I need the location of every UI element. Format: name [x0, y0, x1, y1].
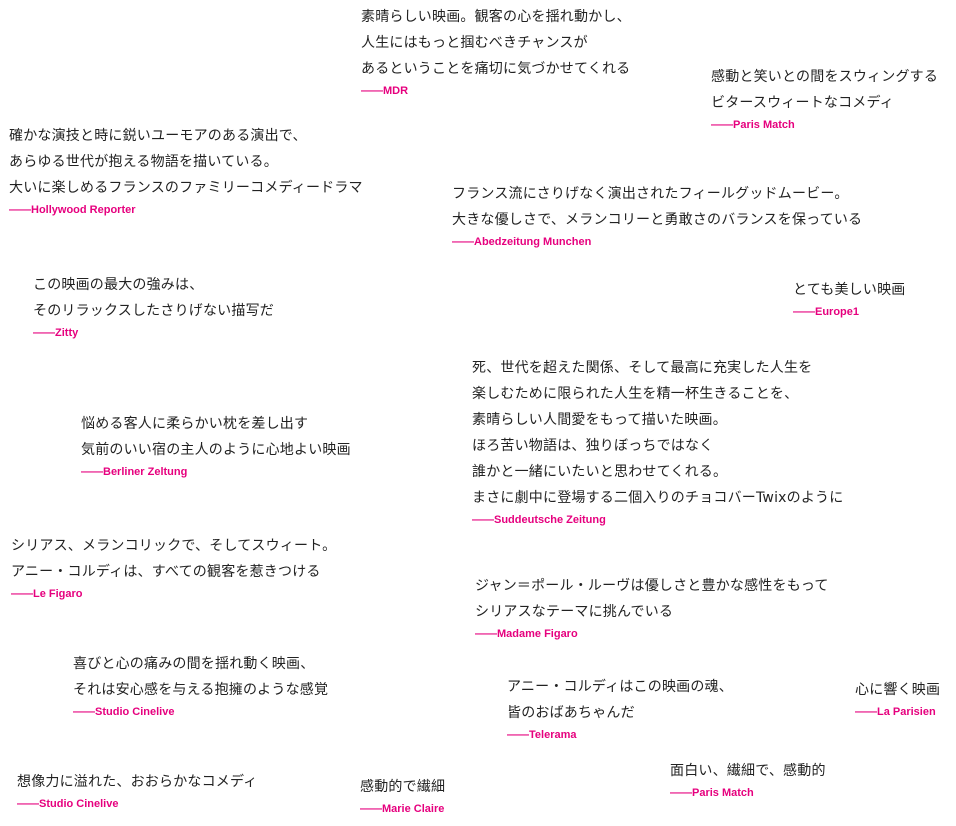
quote-text-line: まさに劇中に登場する二個入りのチョコバーTwixのように — [472, 490, 844, 506]
review-quote-abedzeitung-munchen: フランス流にさりげなく演出されたフィールグッドムービー。 大きな優しさで、メラン… — [452, 181, 862, 250]
quote-text-line: あるということを痛切に気づかせてくれる — [361, 61, 631, 77]
review-quote-studio-cinelive-2: 想像力に溢れた、おおらかなコメディ ——Studio Cinelive — [17, 769, 257, 812]
quote-source: ——Marie Claire — [360, 803, 445, 815]
quote-text-line: 誰かと一緒にいたいと思わせてくれる。 — [472, 464, 728, 480]
quote-source: ——MDR — [361, 85, 409, 97]
quote-text-line: そのリラックスしたさりげない描写だ — [33, 303, 274, 319]
review-quote-marie-claire: 感動的で繊細 ——Marie Claire — [360, 774, 445, 817]
review-quote-studio-cinelive: 喜びと心の痛みの間を揺れ動く映画、 それは安心感を与える抱擁のような感覚 ——S… — [73, 651, 328, 720]
quote-text-line: 面白い、繊細で、感動的 — [670, 763, 826, 779]
quote-source: ——Madame Figaro — [475, 628, 578, 640]
quote-text-line: 感動と笑いとの間をスウィングする — [711, 69, 939, 85]
quote-source: ——Paris Match — [711, 119, 795, 131]
quote-text-line: ビタースウィートなコメディ — [711, 95, 894, 111]
quote-text-line: ジャン＝ポール・ルーヴは優しさと豊かな感性をもって — [475, 578, 829, 594]
quote-text-line: アニー・コルディは、すべての観客を惹きつける — [11, 564, 321, 580]
review-quote-madame-figaro: ジャン＝ポール・ルーヴは優しさと豊かな感性をもって シリアスなテーマに挑んでいる… — [475, 573, 829, 642]
review-quote-berliner-zeltung: 悩める客人に柔らかい枕を差し出す 気前のいい宿の主人のように心地よい映画 ——B… — [81, 411, 351, 480]
quote-text-line: シリアス、メランコリックで、そしてスウィート。 — [11, 538, 337, 554]
quote-text-line: 確かな演技と時に鋭いユーモアのある演出で、 — [9, 128, 307, 144]
quote-source: ——Berliner Zeltung — [81, 466, 188, 478]
quote-text-line: 気前のいい宿の主人のように心地よい映画 — [81, 442, 351, 458]
quote-source: ——Suddeutsche Zeitung — [472, 514, 606, 526]
review-quote-europe1: とても美しい映画 ——Europe1 — [793, 277, 905, 320]
quote-text-line: シリアスなテーマに挑んでいる — [475, 604, 674, 620]
quote-source: ——Studio Cinelive — [17, 798, 119, 810]
quote-source: ——Studio Cinelive — [73, 706, 175, 718]
review-quote-paris-match: 感動と笑いとの間をスウィングする ビタースウィートなコメディ ——Paris M… — [711, 64, 938, 133]
quote-text-line: 人生にはもっと掴むべきチャンスが — [361, 35, 588, 51]
quote-source: ——Paris Match — [670, 787, 754, 799]
quote-text-line: とても美しい映画 — [793, 282, 906, 298]
quote-text-line: アニー・コルディはこの映画の魂、 — [507, 679, 733, 695]
quote-text-line: 大きな優しさで、メランコリーと勇敢さのバランスを保っている — [452, 212, 863, 228]
quote-text-line: 喜びと心の痛みの間を揺れ動く映画、 — [73, 656, 315, 672]
quote-text-line: 想像力に溢れた、おおらかなコメディ — [17, 774, 258, 790]
review-quote-le-figaro: シリアス、メランコリックで、そしてスウィート。 アニー・コルディは、すべての観客… — [11, 533, 336, 602]
quote-text-line: 素晴らしい人間愛をもって描いた映画。 — [472, 412, 727, 428]
review-quote-paris-match-2: 面白い、繊細で、感動的 ——Paris Match — [670, 758, 826, 801]
quote-text-line: この映画の最大の強みは、 — [33, 277, 204, 293]
review-quote-suddeutsche-zeitung: 死、世代を超えた関係、そして最高に充実した人生を 楽しむために限られた人生を精一… — [472, 355, 843, 528]
review-quote-zitty: この映画の最大の強みは、 そのリラックスしたさりげない描写だ ——Zitty — [33, 272, 274, 341]
quote-source: ——La Parisien — [855, 706, 936, 718]
quote-source: ——Zitty — [33, 327, 79, 339]
quote-source: ——Le Figaro — [11, 588, 83, 600]
quote-text-line: ほろ苦い物語は、独りぼっちではなく — [472, 438, 714, 454]
quote-text-line: 大いに楽しめるフランスのファミリーコメディードラマ — [9, 180, 363, 196]
review-quote-la-parisien: 心に響く映画 ——La Parisien — [855, 677, 940, 720]
quote-text-line: 楽しむために限られた人生を精一杯生きることを、 — [472, 386, 799, 402]
quote-text-line: 感動的で繊細 — [360, 779, 446, 795]
quote-text-line: 心に響く映画 — [855, 682, 941, 698]
quote-text-line: あらゆる世代が抱える物語を描いている。 — [9, 154, 278, 170]
quote-text-line: フランス流にさりげなく演出されたフィールグッドムービー。 — [452, 186, 849, 202]
quote-text-line: 素晴らしい映画。観客の心を揺れ動かし、 — [361, 9, 631, 25]
quote-text-line: 死、世代を超えた関係、そして最高に充実した人生を — [472, 360, 813, 376]
quote-source: ——Telerama — [507, 729, 577, 741]
review-quote-telerama: アニー・コルディはこの映画の魂、 皆のおばあちゃんだ ——Telerama — [507, 674, 733, 743]
quote-text-line: それは安心感を与える抱擁のような感覚 — [73, 682, 329, 698]
quote-source: ——Europe1 — [793, 306, 860, 318]
quote-source: ——Hollywood Reporter — [9, 204, 136, 216]
quote-text-line: 悩める客人に柔らかい枕を差し出す — [81, 416, 309, 432]
quote-text-line: 皆のおばあちゃんだ — [507, 705, 635, 721]
review-quote-mdr: 素晴らしい映画。観客の心を揺れ動かし、 人生にはもっと掴むべきチャンスが あると… — [361, 4, 631, 99]
quote-source: ——Abedzeitung Munchen — [452, 236, 592, 248]
review-quote-hollywood-reporter: 確かな演技と時に鋭いユーモアのある演出で、 あらゆる世代が抱える物語を描いている… — [9, 123, 363, 218]
